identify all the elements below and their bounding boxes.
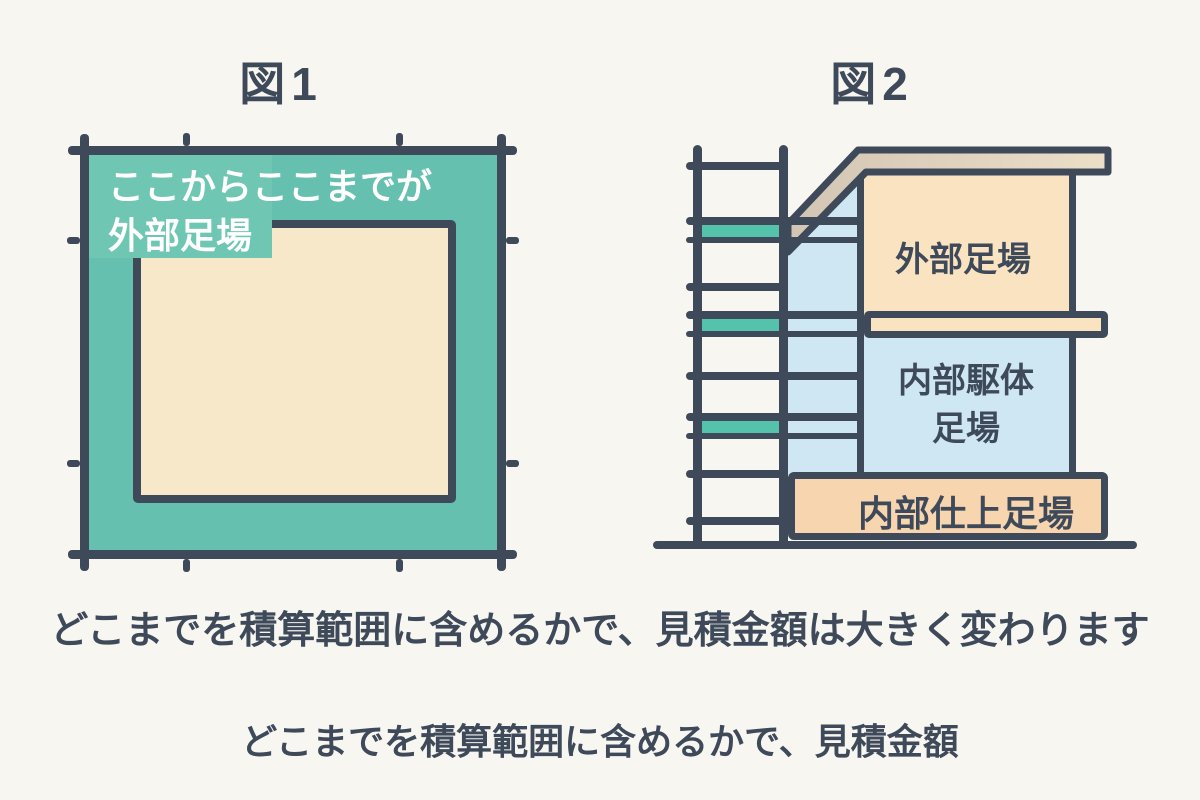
ladder-rung — [686, 283, 788, 291]
floor-slab — [864, 311, 1108, 338]
label-internal-frame-scaffold: 内部駆体 足場 — [898, 362, 1034, 448]
tick-mark — [396, 133, 403, 146]
scaffold-pole — [693, 145, 702, 545]
scaffold-platform — [701, 319, 779, 331]
tick-mark — [67, 237, 80, 244]
figure1-annotation-text: ここからここまでが 外部足場 — [108, 166, 433, 256]
caption-line1: どこまでを積算範囲に含めるかで、見積金額は大きく変わります — [50, 610, 1150, 652]
ladder-rung — [686, 217, 864, 225]
figure1-building-footprint — [133, 220, 456, 503]
ladder-rung — [686, 162, 788, 170]
roof — [784, 146, 1112, 256]
figure1-border-top — [68, 146, 517, 155]
ladder-rung — [686, 517, 788, 525]
figure1-border-left — [80, 134, 89, 571]
internal-finish-scaffold-band — [788, 472, 1108, 540]
scaffold-platform — [701, 225, 779, 237]
ladder-rung — [686, 470, 788, 478]
caption-line2: どこまでを積算範囲に含めるかで、見積金額 — [241, 721, 959, 762]
tick-mark — [67, 460, 80, 467]
ladder-rung — [686, 413, 864, 421]
scaffold-pole — [779, 145, 788, 545]
figure2-title: 図2 — [830, 58, 914, 110]
ladder-rung — [686, 237, 864, 243]
ladder-rung — [686, 311, 864, 319]
tick-mark — [183, 133, 190, 146]
label-external-scaffold: 外部足場 — [895, 241, 1031, 279]
figure1-title: 図1 — [239, 58, 323, 110]
ladder-rung — [686, 433, 864, 439]
ladder-rung — [686, 372, 864, 380]
wall-line-left — [857, 174, 864, 475]
ladder-rung — [686, 331, 864, 337]
figure1-border-bottom — [68, 550, 517, 559]
external-scaffold-area — [864, 172, 1069, 314]
ground-line — [653, 541, 1137, 549]
scaffold-platform — [701, 421, 779, 433]
tick-mark — [506, 237, 519, 244]
figure1-border-right — [497, 134, 506, 571]
figure1-annotation-badge — [89, 155, 272, 258]
tick-mark — [396, 559, 403, 572]
internal-frame-scaffold-area — [864, 330, 1069, 475]
roof-shape — [784, 146, 1112, 256]
tick-mark — [506, 460, 519, 467]
label-internal-finish-scaffold: 内部仕上足場 — [857, 493, 1074, 534]
tick-mark — [183, 559, 190, 572]
